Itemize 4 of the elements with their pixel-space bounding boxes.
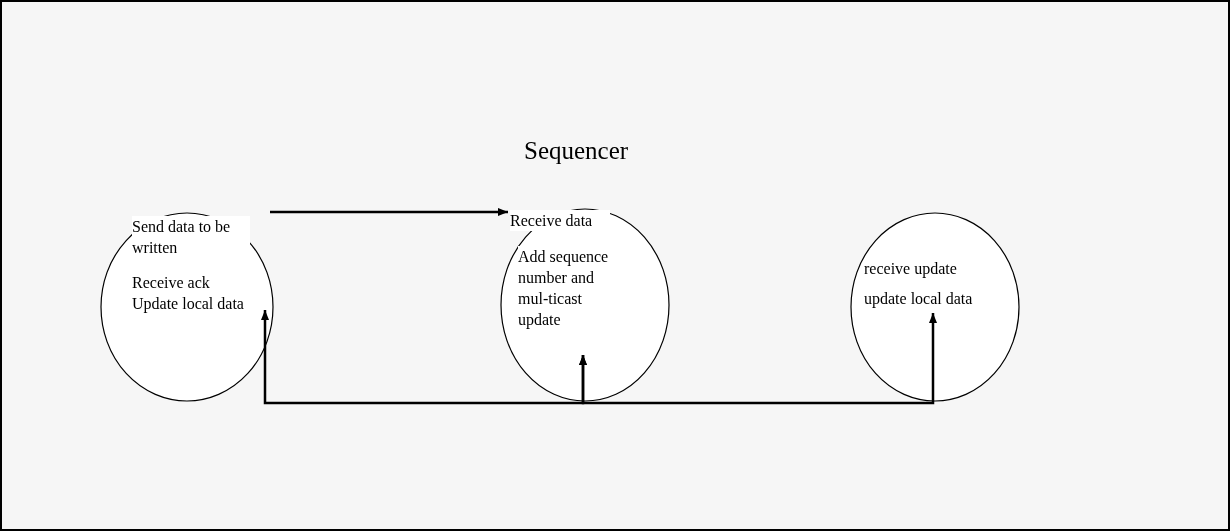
node-heading: Sequencer [524,136,630,166]
arrow [579,313,937,405]
node-text: Receive data [510,210,610,231]
arrow [270,208,508,216]
